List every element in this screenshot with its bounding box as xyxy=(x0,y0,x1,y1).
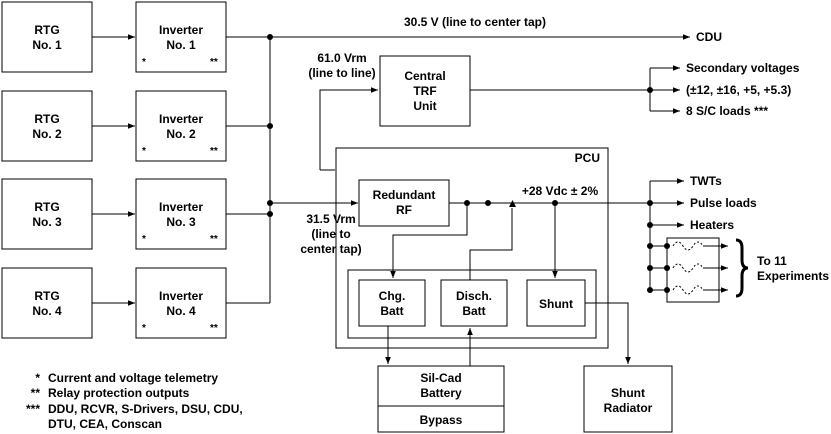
battery-line2: Battery xyxy=(420,386,462,400)
shunt-radiator: Shunt Radiator xyxy=(583,365,673,433)
legend-mark-3: *** xyxy=(26,402,40,416)
bypass-label: Bypass xyxy=(420,413,463,427)
inverter-4: Inverter No. 4 * ** xyxy=(135,267,227,339)
redundant-rf-line1: Redundant xyxy=(373,188,436,202)
inverter-3-relay-mark: ** xyxy=(210,234,218,245)
sil-cad-battery: Sil-Cad Battery Bypass xyxy=(377,365,505,433)
experiments-line1: To 11 xyxy=(757,254,787,268)
trf-voltage-line2: (line to line) xyxy=(308,66,375,80)
chg-batt: Chg. Batt xyxy=(358,279,426,327)
inverter-3-label: Inverter xyxy=(159,200,203,214)
inverter-1: Inverter No. 1 * ** xyxy=(135,1,227,73)
sc-loads-label: 8 S/C loads *** xyxy=(686,104,768,118)
central-trf-line2: TRF xyxy=(413,84,436,98)
chg-batt-line2: Batt xyxy=(380,304,403,318)
disch-injection-arrowhead xyxy=(509,200,516,207)
battery-line1: Sil-Cad xyxy=(420,371,461,385)
bus-junction-4 xyxy=(267,211,273,217)
redundant-rf-line2: RF xyxy=(396,203,412,217)
rtg-1-label: RTG xyxy=(34,23,59,37)
shunt-radiator-line2: Radiator xyxy=(604,401,653,415)
cdu-label: CDU xyxy=(696,30,722,44)
heaters-junction xyxy=(647,222,653,228)
rtg-4-label: RTG xyxy=(34,289,59,303)
inverter-1-label: Inverter xyxy=(159,23,203,37)
chg-batt-line1: Chg. xyxy=(379,289,406,303)
pulse-loads-label: Pulse loads xyxy=(690,196,757,210)
pcu-enclosure xyxy=(335,147,609,349)
pcu-title: PCU xyxy=(575,151,600,165)
inverter-4-label: Inverter xyxy=(159,289,203,303)
inverter-3: Inverter No. 3 * ** xyxy=(135,178,227,250)
inverter-1-telemetry-mark: * xyxy=(142,57,146,68)
inverter-2-number: No. 2 xyxy=(166,127,196,141)
rtg-1: RTG No. 1 xyxy=(1,1,93,73)
rtg-2-number: No. 2 xyxy=(32,127,62,141)
legend-text-1: Current and voltage telemetry xyxy=(48,371,218,385)
central-trf-unit: Central TRF Unit xyxy=(379,55,471,127)
legend-mark-2: ** xyxy=(31,386,41,400)
secondary-values-label: (±12, ±16, +5, +5.3) xyxy=(686,83,791,97)
legend-text-2: Relay protection outputs xyxy=(48,386,190,400)
disch-batt-line1: Disch. xyxy=(456,289,492,303)
rtg-3: RTG No. 3 xyxy=(1,178,93,250)
experiment-switch-bank xyxy=(647,237,728,303)
shunt-label: Shunt xyxy=(539,297,573,311)
rtg-4-number: No. 4 xyxy=(32,304,62,318)
disch-batt: Disch. Batt xyxy=(440,279,508,327)
rf-voltage-line1: 31.5 Vrm xyxy=(306,212,355,226)
rtg-1-number: No. 1 xyxy=(32,38,62,52)
inverter-4-relay-mark: ** xyxy=(210,323,218,334)
trf-voltage-line1: 61.0 Vrm xyxy=(317,51,366,65)
inverter-4-number: No. 4 xyxy=(166,304,196,318)
inverter-2: Inverter No. 2 * ** xyxy=(135,90,227,162)
ac-bus-lines xyxy=(226,36,271,304)
legend-mark-1: * xyxy=(35,371,40,385)
inverter-1-relay-mark: ** xyxy=(210,57,218,68)
legend: * Current and voltage telemetry ** Relay… xyxy=(26,371,243,431)
central-trf-line1: Central xyxy=(404,69,445,83)
rf-voltage-line3: center tap) xyxy=(300,242,361,256)
bus-junction-2 xyxy=(267,123,273,129)
chg-batt-feed-arrow xyxy=(390,203,468,278)
legend-text-3: DDU, RCVR, S-Drivers, DSU, CDU, xyxy=(48,402,243,416)
central-trf-line3: Unit xyxy=(413,99,436,113)
inverter-1-number: No. 1 xyxy=(166,38,196,52)
dc-bus-label: +28 Vdc ± 2% xyxy=(522,184,599,198)
trf-feed-arrow xyxy=(319,87,378,170)
rtg-2-label: RTG xyxy=(34,112,59,126)
rtg-3-label: RTG xyxy=(34,200,59,214)
battery-control-group xyxy=(347,269,597,339)
legend-text-4: DTU, CEA, Conscan xyxy=(48,417,162,431)
rtg-3-number: No. 3 xyxy=(32,215,62,229)
inverter-2-label: Inverter xyxy=(159,112,203,126)
bus-voltage-label: 30.5 V (line to center tap) xyxy=(404,15,546,29)
inverter-4-telemetry-mark: * xyxy=(142,323,146,334)
experiments-brace xyxy=(735,238,749,298)
inverter-2-telemetry-mark: * xyxy=(142,146,146,157)
secondary-voltages-label: Secondary voltages xyxy=(686,61,800,75)
rf-voltage-line2: (line to xyxy=(311,227,350,241)
disch-batt-line2: Batt xyxy=(462,304,485,318)
twts-label: TWTs xyxy=(690,174,722,188)
inverter-3-number: No. 3 xyxy=(166,215,196,229)
heaters-label: Heaters xyxy=(690,218,734,232)
shunt-radiator-line1: Shunt xyxy=(611,386,645,400)
inverter-2-relay-mark: ** xyxy=(210,146,218,157)
shunt-to-radiator-arrow xyxy=(585,302,631,364)
inverter-3-telemetry-mark: * xyxy=(142,234,146,245)
shunt: Shunt xyxy=(526,279,586,327)
disch-batt-return-line xyxy=(469,208,513,280)
rtg-2: RTG No. 2 xyxy=(1,90,93,162)
dc-junction-2 xyxy=(485,200,491,206)
experiments-line2: Experiments xyxy=(757,269,829,283)
rtg-4: RTG No. 4 xyxy=(1,267,93,339)
redundant-rf: Redundant RF xyxy=(358,179,450,227)
